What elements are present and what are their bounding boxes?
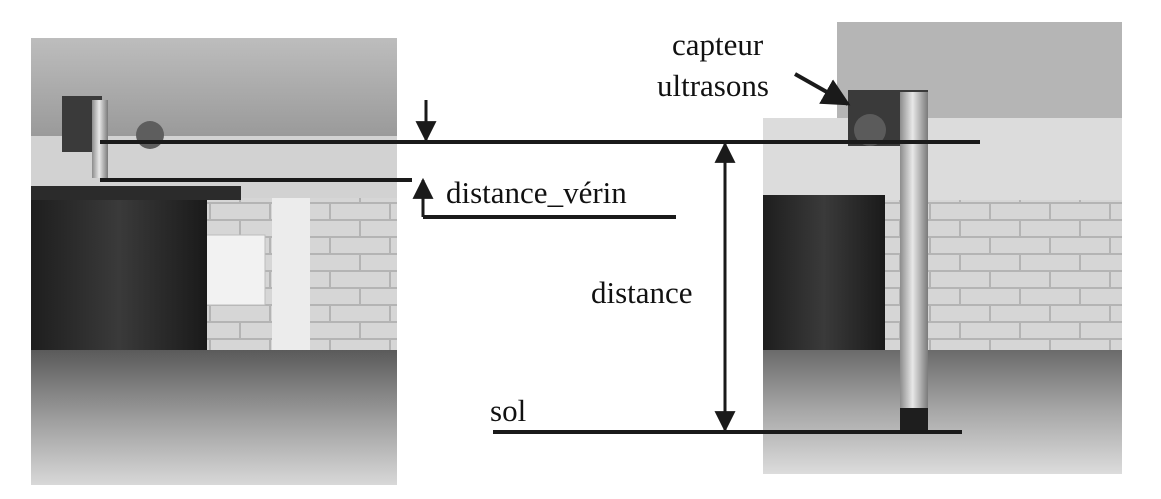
left-photo-pillar [272,198,310,350]
sensor-pointer-line [794,72,851,106]
left-photo [31,38,397,485]
right-photo [763,22,1122,474]
right-photo-rod-foot [900,408,928,430]
left-photo-screw [136,121,164,149]
left-photo-coil-top [31,186,241,200]
sensor-label-line2: ultrasons [657,68,769,103]
sensor-label-line1: capteur [672,27,764,62]
right-photo-floor [763,350,1122,474]
distance-verin-arrows [412,100,437,210]
sol-label: sol [490,393,526,428]
left-photo-floor [31,350,397,485]
left-photo-window [204,234,266,306]
right-photo-rod [900,92,928,422]
right-photo-screw [854,114,886,146]
right-photo-plate [763,118,1122,203]
distance-label: distance [591,275,693,310]
left-photo-rod-stub [92,100,108,178]
right-photo-coil [763,195,885,360]
distance-verin-label: distance_vérin [446,175,627,210]
left-photo-coil [31,192,207,350]
